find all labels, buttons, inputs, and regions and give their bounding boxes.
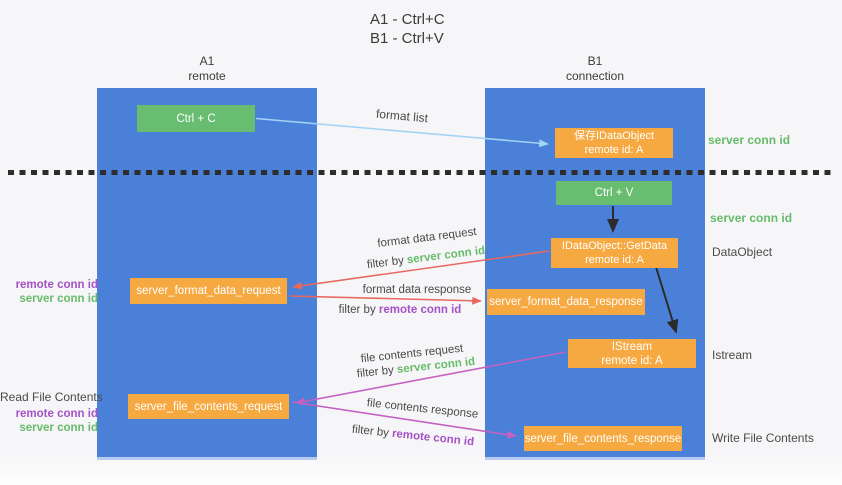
server-format-data-response-label: server_format_data_response (489, 296, 643, 308)
istream-annotation: Istream (712, 348, 753, 362)
idataobject-getdata-line1: IDataObject::GetData (561, 240, 668, 252)
file-contents-response-label: file contents response (366, 397, 479, 421)
dataobject-annotation: DataObject (712, 245, 773, 259)
save-idataobject-line1: 保存IDataObject (573, 130, 655, 142)
title-line-1: A1 - Ctrl+C (370, 11, 445, 28)
server-conn-id-annotation: server conn id (19, 293, 98, 305)
filter-by-text: filter by (338, 304, 379, 316)
remote-conn-id-annotation: remote conn id (15, 279, 98, 291)
idataobject-getdata-node: IDataObject::GetData remote id: A (551, 238, 678, 268)
server-file-contents-request-label: server_file_contents_request (134, 400, 283, 413)
server-conn-id-annotation-top: server conn id (708, 133, 791, 147)
filter-by-text: filter by (356, 364, 398, 381)
server-conn-id-text: server conn id (406, 244, 486, 267)
format-list-label: format list (375, 106, 429, 126)
ctrl-c-node: Ctrl + C (137, 105, 255, 132)
idataobject-getdata-line2: remote id: A (585, 254, 644, 266)
left-column-name: A1 (199, 54, 215, 68)
read-file-contents-annotation: Read File Contents (0, 390, 103, 404)
save-idataobject-line2: remote id: A (584, 144, 644, 156)
title-line-2: B1 - Ctrl+V (370, 30, 444, 47)
right-column-name: B1 (587, 54, 603, 68)
ctrl-c-label: Ctrl + C (176, 112, 216, 125)
server-format-data-request-label: server_format_data_request (136, 285, 281, 297)
conn-id-stack-top: remote conn id server conn id (0, 278, 98, 306)
right-column-role: connection (565, 69, 625, 83)
filter-by-remote-conn-id-label-2: filter by remote conn id (343, 423, 483, 450)
remote-conn-id-text: remote conn id (378, 304, 462, 316)
write-file-contents-annotation: Write File Contents (712, 431, 814, 445)
right-column-header: B1 connection (535, 54, 655, 84)
server-conn-id-annotation: server conn id (19, 422, 98, 434)
remote-conn-id-annotation: remote conn id (15, 408, 98, 420)
server-format-data-response-node: server_format_data_response (487, 289, 645, 315)
left-column-role: remote (188, 69, 226, 83)
istream-line1: IStream (611, 340, 653, 353)
server-conn-id-annotation-mid: server conn id (710, 211, 793, 225)
format-data-response-arrow (289, 295, 482, 305)
conn-id-stack-bottom: remote conn id server conn id (0, 407, 98, 435)
save-idataobject-node: 保存IDataObject remote id: A (555, 128, 673, 158)
filter-by-text: filter by (351, 423, 393, 440)
filter-by-remote-conn-id-label-1: filter by remote conn id (335, 304, 465, 316)
remote-conn-id-text: remote conn id (391, 427, 475, 449)
server-file-contents-response-node: server_file_contents_response (524, 426, 682, 451)
ctrl-v-label: Ctrl + V (594, 187, 634, 199)
server-file-contents-response-label: server_file_contents_response (524, 432, 682, 445)
format-data-response-label: format data response (362, 284, 472, 296)
istream-node: IStream remote id: A (568, 339, 696, 368)
server-format-data-request-node: server_format_data_request (130, 278, 287, 304)
server-file-contents-request-node: server_file_contents_request (128, 394, 289, 419)
ctrl-v-node: Ctrl + V (556, 181, 672, 205)
left-column-header: A1 remote (147, 54, 267, 84)
diagram-title: A1 - Ctrl+C B1 - Ctrl+V (370, 10, 445, 48)
filter-by-text: filter by (366, 254, 408, 272)
istream-line2: remote id: A (601, 354, 663, 367)
